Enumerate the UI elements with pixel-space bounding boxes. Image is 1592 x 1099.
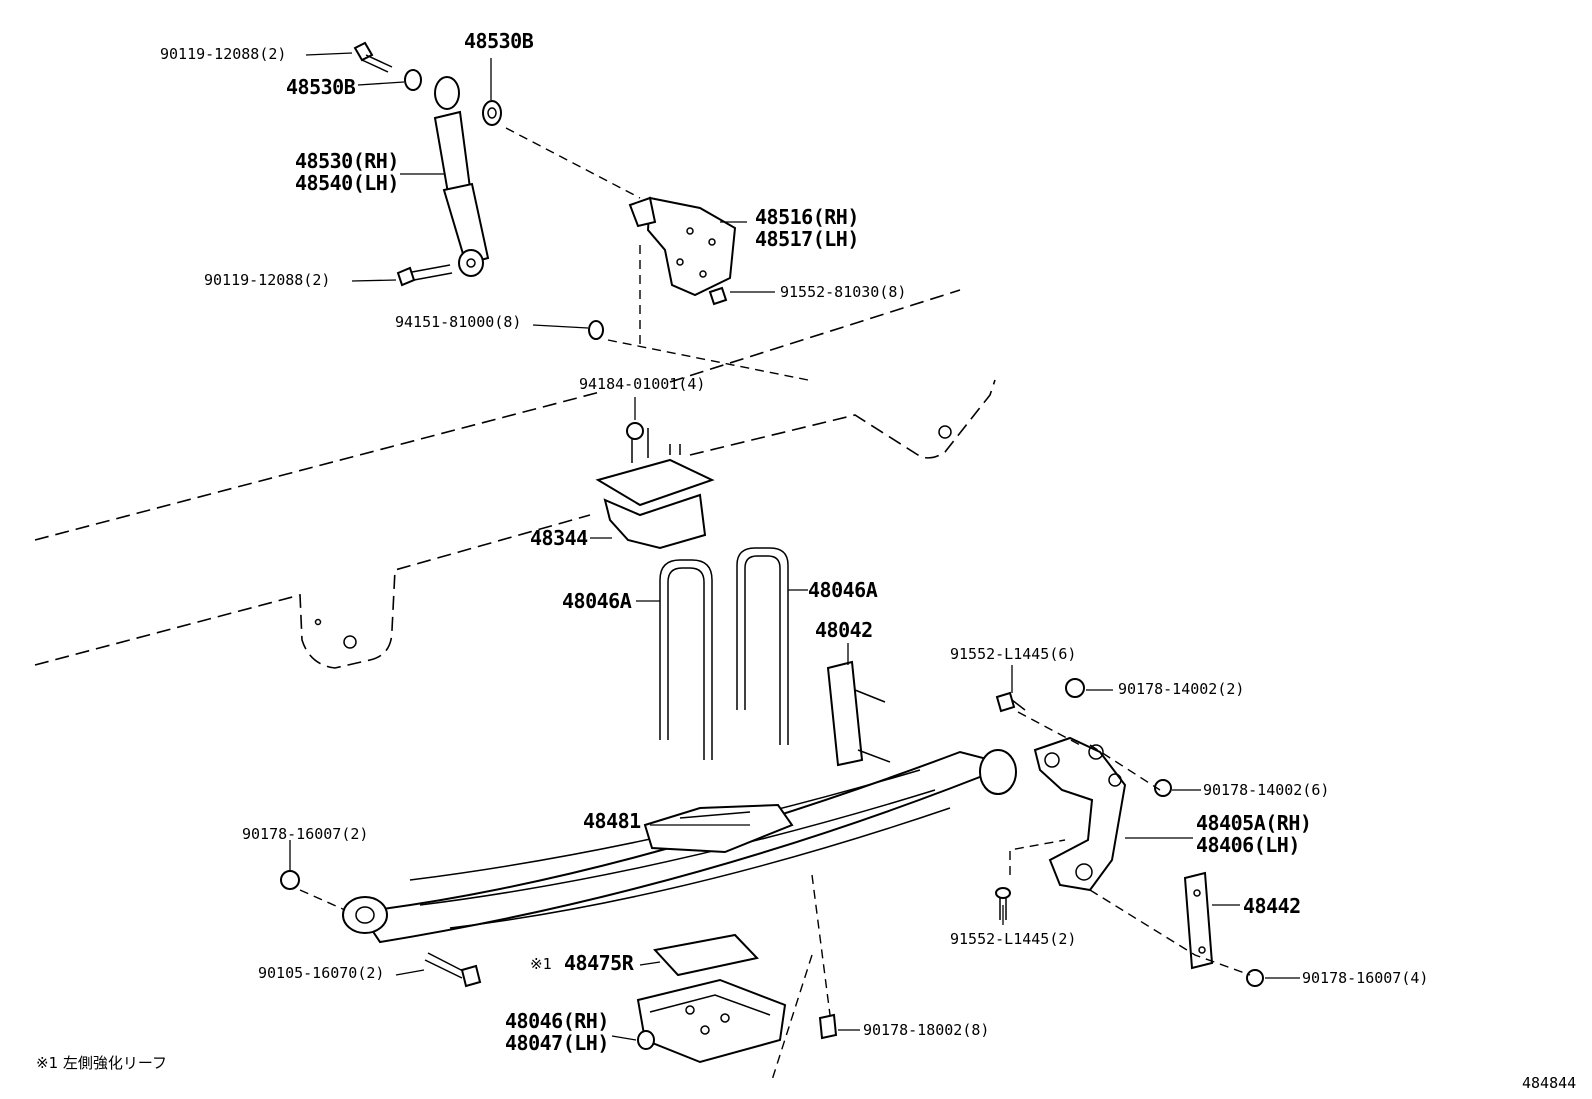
label-bolt-shock-lower: 90119-12088(2) <box>204 271 331 289</box>
label-shock-lh: 48540(LH) <box>295 171 399 195</box>
label-leaf-mark: ※1 <box>530 955 552 973</box>
label-bolt-hanger-upper: 91552-L1445(6) <box>950 645 1077 663</box>
label-u-bolt-left: 48046A <box>562 589 632 613</box>
label-nut-hanger-mid: 90178-14002(6) <box>1203 781 1330 799</box>
label-bolt-hanger-lower: 91552-L1445(2) <box>950 930 1077 948</box>
hanger-bracket <box>1033 736 1127 892</box>
label-seat-lh: 48047(LH) <box>505 1031 609 1055</box>
bumper-assembly <box>595 422 715 550</box>
label-hanger: 48405A(RH) 48406(LH) <box>1196 811 1312 857</box>
label-shock-absorber: 48530(RH) 48540(LH) <box>295 150 399 194</box>
label-washer-upper-left: 48530B <box>286 75 356 99</box>
label-bolt-bracket: 91552-81030(8) <box>780 283 907 301</box>
frame-rail <box>34 289 996 669</box>
label-seat-rh: 48046(RH) <box>505 1009 609 1033</box>
spring-seat <box>636 978 787 1064</box>
leader-lines <box>289 52 1300 1041</box>
label-nut-front-eye: 90178-16007(2) <box>242 825 369 843</box>
label-washer-upper-top: 48530B <box>464 29 534 53</box>
label-hanger-lh: 48406(LH) <box>1196 833 1300 857</box>
label-nut-bumper: 94184-01001(4) <box>579 375 706 393</box>
label-shock-rh: 48530(RH) <box>295 149 399 173</box>
seat-nut <box>818 1013 838 1040</box>
label-nut-seat: 90178-18002(8) <box>863 1021 990 1039</box>
shock-absorber <box>433 76 490 277</box>
assembly-lines <box>299 127 1251 1081</box>
label-spacer: 48481 <box>583 809 641 833</box>
spacer-48481 <box>643 803 794 854</box>
label-bumper: 48344 <box>530 526 588 550</box>
shock-bracket <box>628 196 737 306</box>
label-nut-frame: 94151-81000(8) <box>395 313 522 331</box>
frame-nut <box>588 320 604 340</box>
label-nut-hanger-top: 90178-14002(2) <box>1118 680 1245 698</box>
shackle-48442 <box>1183 871 1214 970</box>
plate-48042 <box>826 660 891 767</box>
u-bolts <box>659 547 789 760</box>
label-bracket-lh: 48517(LH) <box>755 227 859 251</box>
label-bolt-front-eye: 90105-16070(2) <box>258 964 385 982</box>
label-plate-48042: 48042 <box>815 618 873 642</box>
label-spring-seat: 48046(RH) 48047(LH) <box>505 1010 609 1054</box>
label-shock-bracket: 48516(RH) 48517(LH) <box>755 206 859 250</box>
label-leaf: 48475R <box>564 951 634 975</box>
diagram-id: 484844 <box>1522 1074 1577 1092</box>
footnote: ※1 左側強化リーフ <box>36 1054 167 1072</box>
label-shackle: 48442 <box>1243 894 1301 918</box>
label-bolt-shock-upper: 90119-12088(2) <box>160 45 287 63</box>
hanger-fasteners <box>995 678 1264 987</box>
label-hanger-rh: 48405A(RH) <box>1196 811 1312 835</box>
label-nut-shackle: 90178-16007(4) <box>1302 969 1429 987</box>
upper-shock-bolt <box>353 41 502 126</box>
lower-shock-bolt <box>396 264 453 287</box>
leaf-plate-48475r <box>653 933 759 977</box>
front-eye-fasteners <box>280 870 482 988</box>
label-u-bolt-right: 48046A <box>808 578 878 602</box>
label-bracket-rh: 48516(RH) <box>755 205 859 229</box>
